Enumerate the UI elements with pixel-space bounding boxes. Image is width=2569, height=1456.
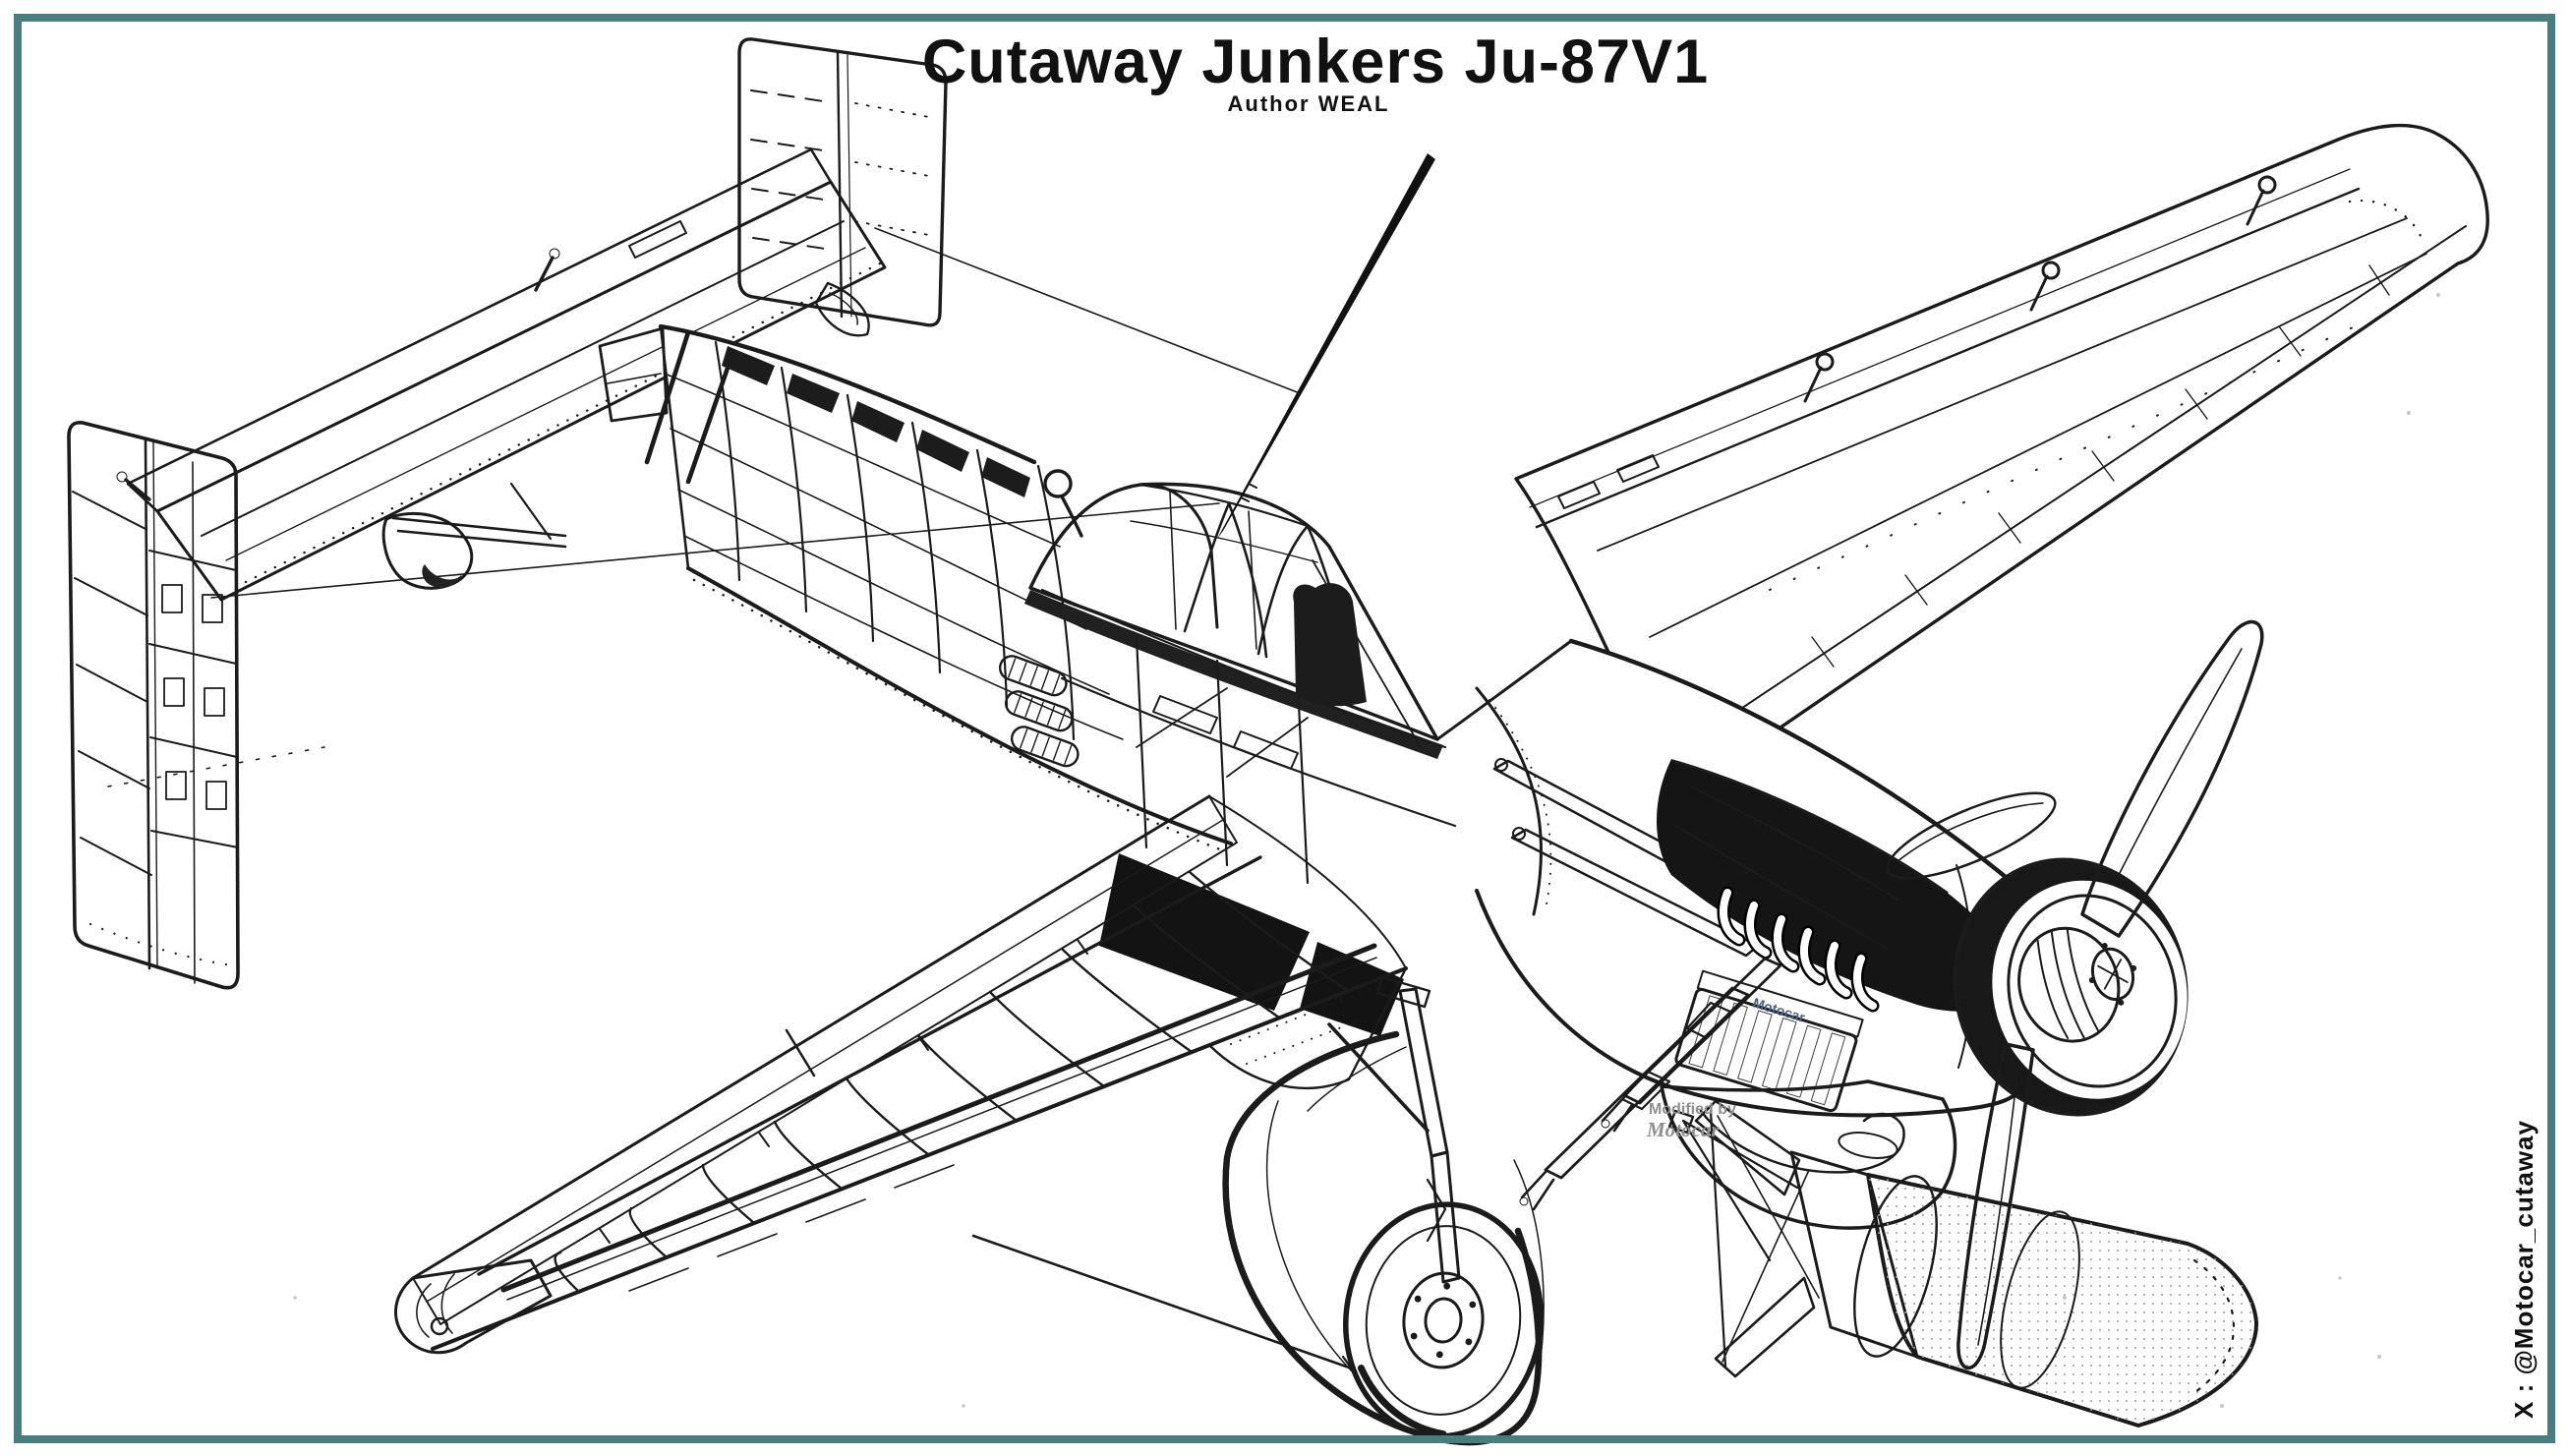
credit-handle: X : @Motocar_cutaway bbox=[2509, 1120, 2539, 1419]
tail-cone bbox=[598, 326, 669, 423]
starboard-tail-fin bbox=[737, 37, 948, 337]
tail-wheel bbox=[381, 482, 567, 590]
propeller-blade-lower bbox=[1956, 1042, 2035, 1370]
fin-root-fairing bbox=[814, 281, 870, 337]
starboard-gear-struts bbox=[1519, 957, 1782, 1211]
pitot-rod bbox=[971, 1234, 1354, 1370]
tailplane-strut bbox=[685, 351, 735, 485]
radio-mast bbox=[1217, 153, 1435, 539]
exhaust-pipes bbox=[1717, 886, 1880, 1013]
watermark-line2: Motocar bbox=[1646, 1118, 1720, 1141]
page-title: Cutaway Junkers Ju-87V1 bbox=[922, 28, 1709, 96]
main-landing-gear bbox=[1222, 975, 1545, 1446]
antenna-wires bbox=[210, 227, 1301, 599]
supercharger-intake bbox=[1886, 791, 2057, 880]
port-tail-fin bbox=[67, 420, 325, 990]
wheel-spat-outline bbox=[1222, 1030, 1545, 1446]
page-subtitle: Author WEAL bbox=[1228, 91, 1390, 116]
tailplane-strut bbox=[644, 329, 691, 465]
modified-by-watermark: Modified by Motocar bbox=[1646, 1101, 1736, 1141]
starboard-wing bbox=[1514, 123, 2489, 781]
aileron-hinge-icon bbox=[1803, 175, 2277, 403]
bomb bbox=[1667, 1099, 2259, 1427]
cockpit-canopy bbox=[1028, 153, 1439, 748]
engine-cowling: Motocar bbox=[1435, 638, 2057, 1230]
engine-block bbox=[1657, 759, 2017, 1012]
port-wing bbox=[394, 794, 1408, 1380]
watermark-line1: Modified by bbox=[1649, 1101, 1736, 1118]
tailplane bbox=[116, 147, 887, 602]
pilot-seat bbox=[1293, 583, 1367, 707]
frame-border bbox=[14, 14, 2555, 1443]
grab-loop-icon bbox=[1043, 469, 1073, 498]
paper-specks bbox=[293, 293, 2440, 1408]
propeller-blade-upper bbox=[2080, 619, 2264, 938]
radio-boxes bbox=[998, 655, 1080, 768]
